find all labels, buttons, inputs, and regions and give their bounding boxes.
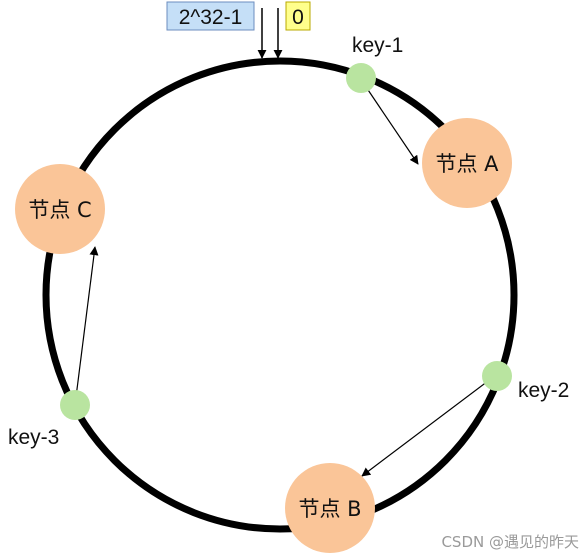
zero-box — [285, 1, 311, 31]
key-1-dot — [346, 63, 376, 93]
node-a: 节点 A — [422, 118, 512, 208]
node-b-label: 节点 B — [298, 497, 361, 521]
key-3-label: key-3 — [8, 426, 59, 449]
max-value-label: 2^32-1 — [166, 1, 255, 31]
key-2-label: key-2 — [518, 379, 569, 402]
watermark-text: CSDN @遇见的昨天 — [441, 533, 579, 551]
node-c: 节点 C — [15, 164, 105, 254]
max-value-box — [166, 1, 255, 31]
node-b-circle — [285, 463, 375, 553]
zero-label: 0 — [285, 1, 311, 31]
key-3: key-3 — [8, 390, 90, 449]
hash-ring — [42, 57, 518, 533]
node-c-circle — [15, 164, 105, 254]
node-b: 节点 B — [285, 463, 375, 553]
zero-text: 0 — [292, 6, 304, 29]
node-a-label: 节点 A — [435, 152, 499, 176]
node-a-circle — [422, 118, 512, 208]
key1-to-node-a-arrow — [359, 77, 419, 165]
node-c-label: 节点 C — [28, 198, 91, 222]
key-1-label: key-1 — [352, 34, 403, 57]
key-2-dot — [482, 361, 512, 391]
key-1: key-1 — [346, 34, 403, 93]
max-value-text: 2^32-1 — [179, 6, 243, 29]
key-3-dot — [60, 390, 90, 420]
key2-to-node-b-arrow — [361, 374, 497, 477]
key-2: key-2 — [482, 361, 569, 402]
key3-to-node-c-arrow — [74, 246, 99, 406]
